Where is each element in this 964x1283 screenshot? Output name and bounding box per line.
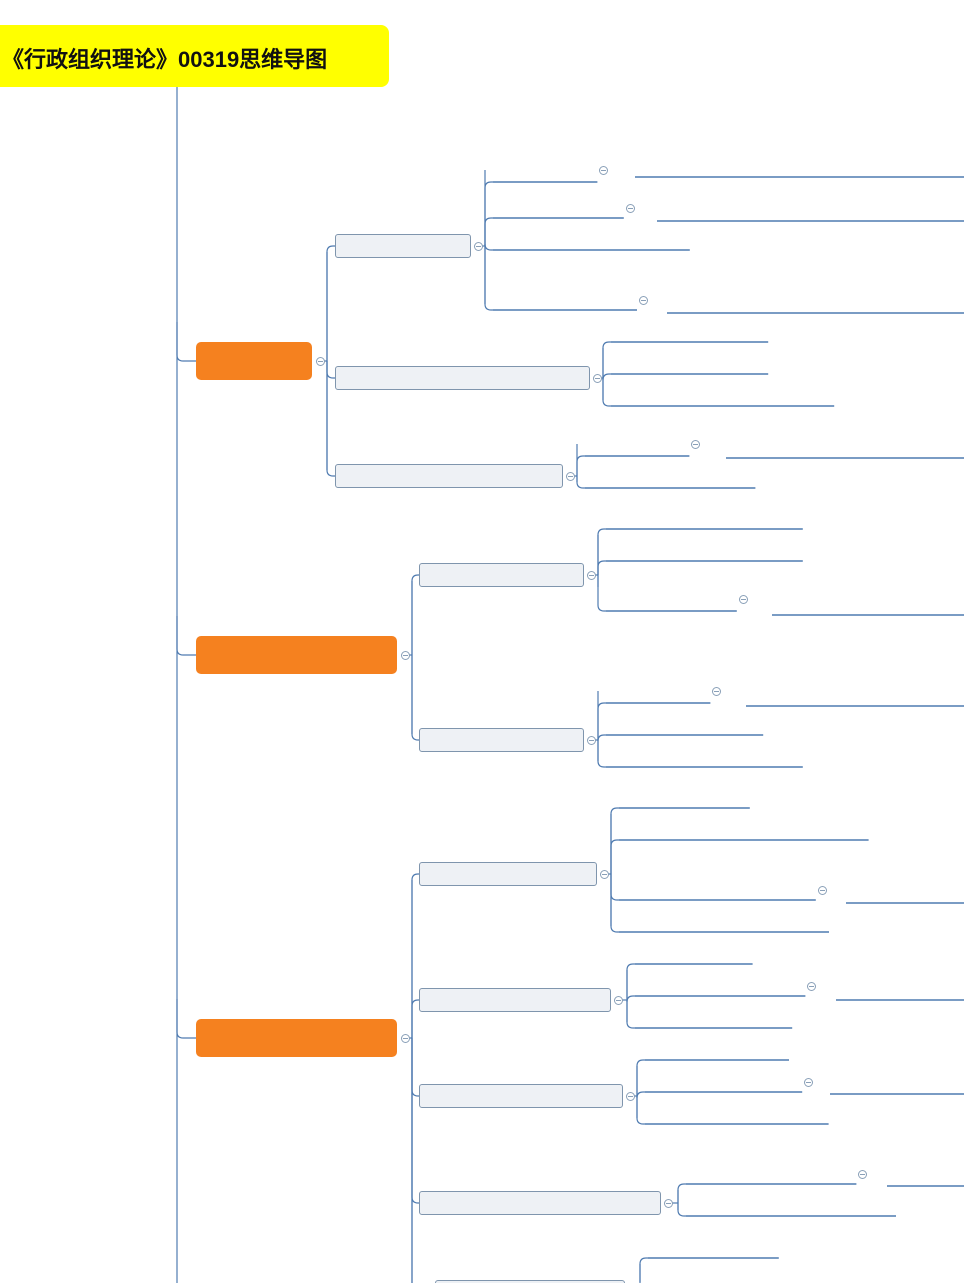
connector-line: [597, 734, 606, 742]
collapse-toggle-icon[interactable]: [600, 870, 609, 879]
section-node[interactable]: [335, 464, 563, 488]
section-node[interactable]: [419, 1084, 623, 1108]
section-node[interactable]: [435, 1280, 625, 1283]
section-node[interactable]: [419, 988, 611, 1012]
collapse-toggle-icon[interactable]: [401, 1034, 410, 1043]
connector-line: [636, 1091, 645, 1099]
section-node[interactable]: [335, 366, 590, 390]
collapse-toggle-icon[interactable]: [593, 374, 602, 383]
connector-line: [176, 322, 196, 362]
connector-line: [411, 1038, 419, 1204]
connector-line: [411, 999, 419, 1038]
collapse-toggle-icon[interactable]: [691, 440, 701, 449]
connector-line: [597, 740, 606, 768]
collapse-toggle-icon[interactable]: [639, 296, 648, 305]
connector-line: [411, 1038, 419, 1097]
connector-line: [677, 1183, 686, 1203]
connector-line: [626, 995, 635, 1003]
connector-line: [610, 839, 619, 874]
collapse-toggle-icon[interactable]: [664, 1199, 673, 1208]
collapse-toggle-icon[interactable]: [587, 571, 596, 580]
connector-line: [602, 373, 611, 381]
collapse-toggle-icon[interactable]: [566, 472, 575, 481]
connector-line: [610, 874, 619, 933]
connector-line: [411, 873, 419, 1038]
connector-line: [602, 341, 611, 378]
collapse-toggle-icon[interactable]: [587, 736, 596, 745]
connector-line: [326, 245, 335, 361]
collapse-toggle-icon[interactable]: [712, 687, 722, 696]
section-node[interactable]: [419, 1191, 661, 1215]
collapse-toggle-icon[interactable]: [804, 1078, 814, 1087]
collapse-toggle-icon[interactable]: [817, 886, 827, 895]
connector-line: [610, 874, 619, 901]
connector-line: [484, 246, 493, 311]
map-title: 《行政组织理论》00319思维导图: [2, 47, 328, 72]
collapse-toggle-icon[interactable]: [858, 1170, 868, 1179]
connector-line: [326, 361, 335, 477]
chapter-node[interactable]: [196, 636, 397, 674]
collapse-toggle-icon[interactable]: [738, 595, 748, 604]
connector-line: [411, 1038, 413, 1283]
section-node[interactable]: [419, 563, 584, 587]
connector-line: [484, 181, 493, 246]
connector-line: [576, 455, 585, 476]
connector-line: [176, 616, 196, 656]
connector-line: [597, 528, 606, 575]
connector-line: [484, 217, 493, 246]
section-node[interactable]: [419, 862, 597, 886]
chapter-node[interactable]: [196, 342, 312, 380]
collapse-toggle-icon[interactable]: [626, 1092, 635, 1101]
connector-line: [326, 361, 335, 379]
collapse-toggle-icon[interactable]: [474, 242, 483, 251]
connector-line: [597, 560, 606, 575]
connector-line: [484, 243, 493, 251]
connector-line: [602, 378, 611, 407]
connector-line: [636, 1059, 645, 1096]
collapse-toggle-icon[interactable]: [625, 204, 635, 213]
connector-line: [639, 1257, 648, 1283]
connector-line: [176, 999, 196, 1039]
connector-line: [626, 963, 635, 1000]
connector-line: [411, 655, 419, 741]
collapse-toggle-icon[interactable]: [401, 651, 410, 660]
connector-line: [636, 1096, 645, 1125]
collapse-toggle-icon[interactable]: [614, 996, 623, 1005]
collapse-toggle-icon[interactable]: [316, 357, 325, 366]
connector-line: [597, 575, 606, 612]
connector-line: [610, 807, 619, 874]
chapter-node[interactable]: [196, 1019, 397, 1057]
title-banner: [0, 25, 389, 87]
connector-line: [576, 476, 585, 489]
connector-line: [626, 1000, 635, 1029]
connector-line: [411, 574, 419, 655]
section-node[interactable]: [419, 728, 584, 752]
connector-line: [677, 1203, 686, 1217]
connector-line: [597, 702, 606, 740]
section-node[interactable]: [335, 234, 471, 258]
collapse-toggle-icon[interactable]: [807, 982, 817, 991]
collapse-toggle-icon[interactable]: [599, 166, 609, 175]
